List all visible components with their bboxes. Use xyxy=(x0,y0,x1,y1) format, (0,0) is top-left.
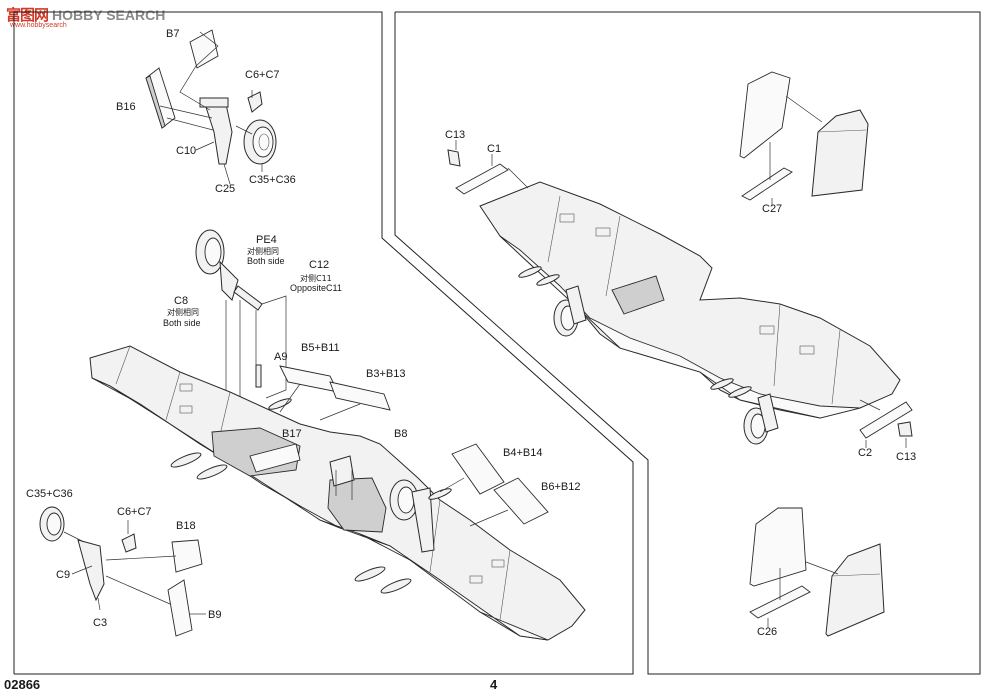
tail-right-top xyxy=(811,109,869,197)
tail-right-bottom xyxy=(825,543,885,637)
label-c13-top: C13 xyxy=(445,129,465,141)
flap-b6b12 xyxy=(493,477,549,525)
label-c12: C12 xyxy=(309,259,329,271)
fuselage-center xyxy=(611,275,665,315)
watermark-sub: www.hobbysearch xyxy=(10,22,67,29)
label-c13-bottom: C13 xyxy=(896,451,916,463)
label-b16: B16 xyxy=(116,101,136,113)
label-c11-cn: 对侧C11 xyxy=(300,273,332,283)
part-c6c7-bottom xyxy=(121,533,137,553)
label-b4b14: B4+B14 xyxy=(503,447,542,459)
wheel-well-right xyxy=(327,477,387,533)
watermark-logo: 富图网 xyxy=(6,6,49,24)
label-pe4-cn: 对侧相同 xyxy=(247,246,279,256)
panel-frames xyxy=(13,11,981,675)
part-c27 xyxy=(741,167,793,201)
label-pe4: PE4 xyxy=(256,234,277,246)
watermark-text: HOBBY SEARCH xyxy=(52,6,166,23)
label-c2: C2 xyxy=(858,447,872,459)
label-c8-en: Both side xyxy=(163,318,201,328)
label-b3b13: B3+B13 xyxy=(366,368,405,380)
product-code: 02866 xyxy=(4,677,41,692)
upper-wing-right-panel xyxy=(447,140,913,448)
part-c13-top xyxy=(447,149,461,167)
part-c13-bottom xyxy=(897,421,913,437)
label-pe4-en: Both side xyxy=(247,256,285,266)
part-c2 xyxy=(859,401,913,439)
underwing-store-4 xyxy=(380,578,412,594)
label-c26: C26 xyxy=(757,626,777,638)
flap-b3b13 xyxy=(329,381,391,411)
door-b9 xyxy=(167,579,193,637)
label-b6b12: B6+B12 xyxy=(541,481,580,493)
label-b18: B18 xyxy=(176,520,196,532)
gear-assembly-bottom xyxy=(39,506,206,637)
lower-wing-left-panel xyxy=(89,345,586,641)
underwing-store-3 xyxy=(354,566,386,582)
part-c6c7-top xyxy=(247,91,263,113)
label-b5b11: B5+B11 xyxy=(301,342,340,354)
part-b8 xyxy=(329,455,355,487)
label-c35c36-bottom: C35+C36 xyxy=(26,488,73,500)
flap-b4b14 xyxy=(451,443,505,495)
part-b7 xyxy=(189,29,219,69)
label-c9: C9 xyxy=(56,569,70,581)
label-b17: B17 xyxy=(282,428,302,440)
label-c1: C1 xyxy=(487,143,501,155)
tail-left-bottom xyxy=(749,507,807,587)
label-c6c7-top: C6+C7 xyxy=(245,69,280,81)
gear-detail-assembly xyxy=(195,229,287,420)
callout-labels: B7 C6+C7 B16 C10 C25 C35+C36 PE4 对侧相同 Bo… xyxy=(26,28,916,638)
wing-upper-assembled xyxy=(479,181,901,419)
part-c26 xyxy=(749,585,811,619)
tail-left-top xyxy=(739,71,791,159)
label-c6c7-bottom: C6+C7 xyxy=(117,506,152,518)
part-a9 xyxy=(255,364,262,388)
main-gear-assembly-top xyxy=(145,29,277,185)
label-c10: C10 xyxy=(176,145,196,157)
label-c27: C27 xyxy=(762,203,782,215)
underwing-store-2 xyxy=(196,464,228,480)
label-b7: B7 xyxy=(166,28,179,40)
door-b18 xyxy=(171,539,203,573)
label-c25: C25 xyxy=(215,183,235,195)
label-a9: A9 xyxy=(274,351,287,363)
watermark: 富图网 HOBBY SEARCH xyxy=(6,4,165,25)
strut-c9 xyxy=(77,539,105,602)
label-b8: B8 xyxy=(394,428,407,440)
label-c8: C8 xyxy=(174,295,188,307)
tail-assembly-top xyxy=(739,71,869,206)
main-gear-strut xyxy=(204,103,233,165)
underwing-store-1 xyxy=(170,452,202,468)
part-b17 xyxy=(249,443,301,473)
flap-b5b11 xyxy=(279,365,339,393)
tail-assembly-bottom xyxy=(749,507,885,637)
label-c3: C3 xyxy=(93,617,107,629)
part-c1 xyxy=(455,163,509,195)
label-b9: B9 xyxy=(208,609,221,621)
label-c11-en: OppositeC11 xyxy=(290,283,342,293)
label-c35c36-top: C35+C36 xyxy=(249,174,296,186)
label-c8-cn: 对侧相同 xyxy=(167,307,199,317)
page-number: 4 xyxy=(490,677,498,692)
